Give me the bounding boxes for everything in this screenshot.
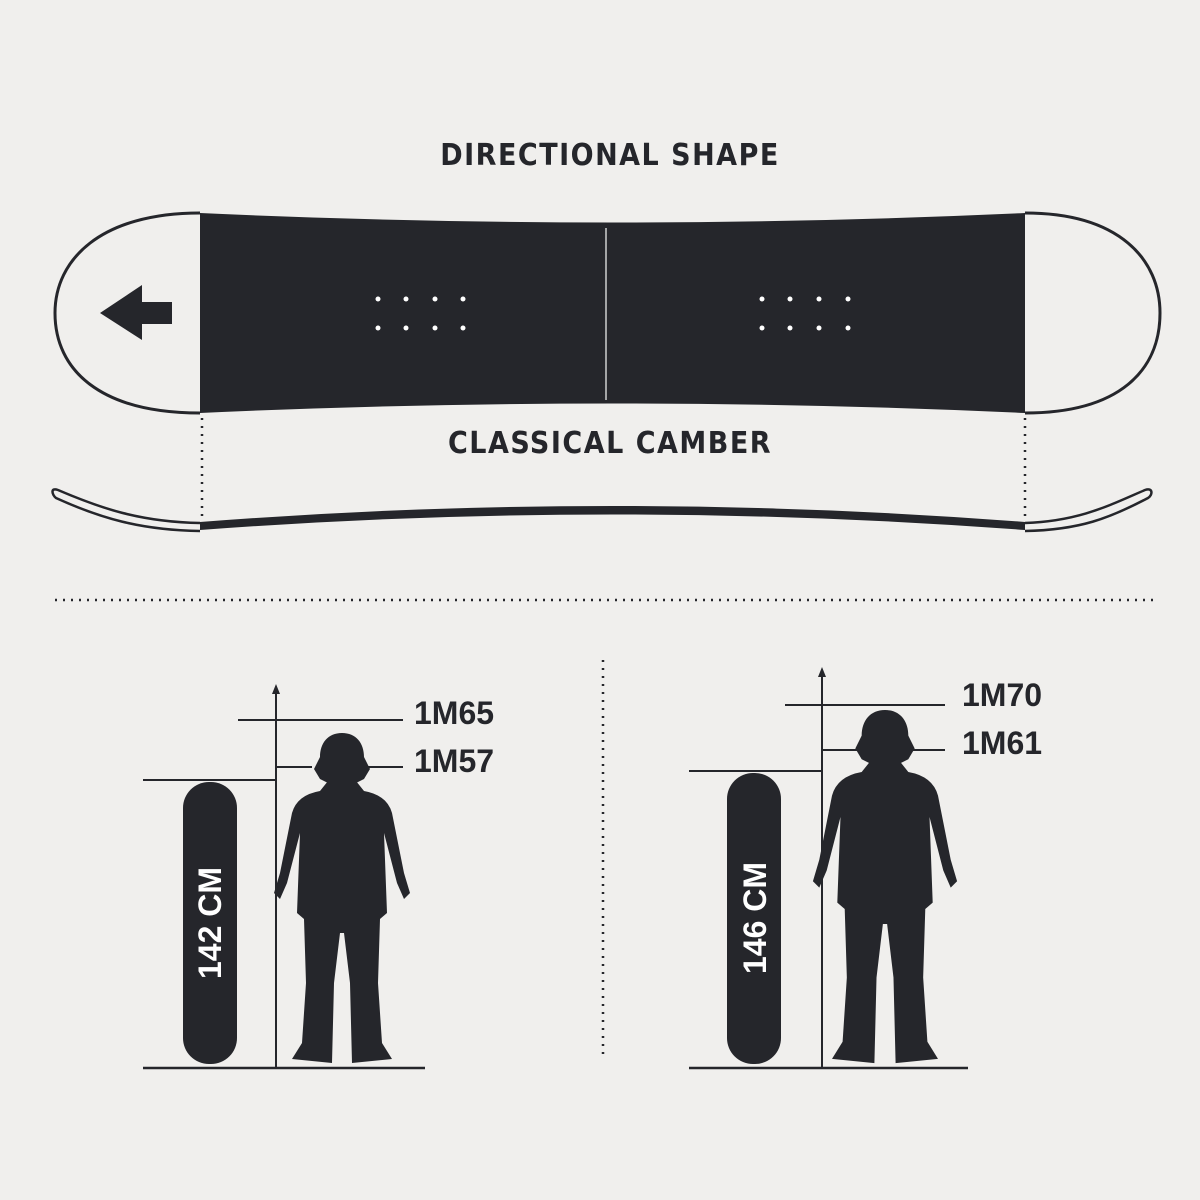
insert-holes [375,296,851,331]
board-length: 146 CM [737,862,773,974]
arrow-left-icon [100,285,172,340]
arrow-up-icon [818,667,826,677]
board-top-view [53,211,1162,415]
alignment-dotted-lines [200,418,1027,522]
person-silhouette [812,710,958,1064]
person-silhouette [274,733,410,1063]
max-height: 1M70 [962,677,1042,713]
board-length: 142 CM [192,867,228,979]
min-height: 1M57 [414,743,494,779]
size-146: 146 CM 1M70 1M61 [689,667,1042,1070]
arrow-up-icon [272,684,280,694]
shape-title: DIRECTIONAL SHAPE [440,138,780,173]
camber-profile [51,488,1153,533]
profile-title: CLASSICAL CAMBER [448,426,772,461]
min-height: 1M61 [962,725,1042,761]
snowboard-silhouette [727,773,781,1064]
max-height: 1M65 [414,695,494,731]
size-142: 142 CM 1M65 1M57 [143,684,494,1070]
snowboard-silhouette [183,782,237,1064]
